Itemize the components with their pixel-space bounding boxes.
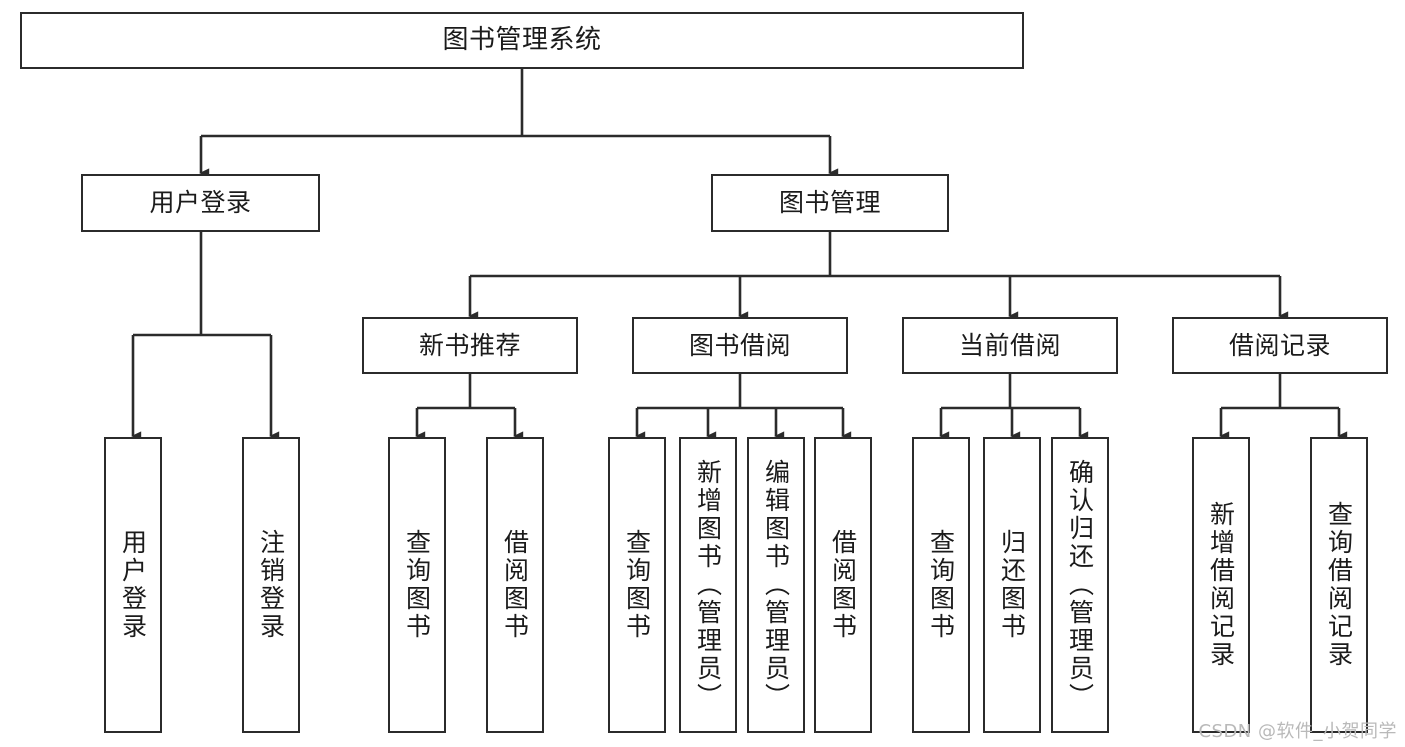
node-n11[interactable]: 查询图书 (608, 437, 666, 733)
node-label: 用户登录 (118, 529, 148, 641)
node-n13[interactable]: 编辑图书（管理员） (747, 437, 805, 733)
node-n5[interactable]: 当前借阅 (902, 317, 1118, 374)
node-n14[interactable]: 借阅图书 (814, 437, 872, 733)
node-n7[interactable]: 用户登录 (104, 437, 162, 733)
node-label: 注销登录 (256, 529, 286, 641)
node-label: 图书借阅 (688, 330, 791, 360)
node-label: 图书管理系统 (442, 25, 602, 56)
node-n9[interactable]: 查询图书 (388, 437, 446, 733)
node-n12[interactable]: 新增图书（管理员） (679, 437, 737, 733)
node-label: 查询图书 (622, 529, 652, 641)
node-n10[interactable]: 借阅图书 (486, 437, 544, 733)
node-label: 借阅记录 (1228, 330, 1331, 360)
node-label: 借阅图书 (500, 529, 530, 641)
node-n16[interactable]: 归还图书 (983, 437, 1041, 733)
node-label: 新增借阅记录 (1206, 501, 1236, 669)
node-n2[interactable]: 图书管理 (711, 174, 949, 232)
node-label: 当前借阅 (958, 330, 1061, 360)
node-label: 查询图书 (926, 529, 956, 641)
node-n19[interactable]: 查询借阅记录 (1310, 437, 1368, 733)
node-n8[interactable]: 注销登录 (242, 437, 300, 733)
node-label: 查询图书 (402, 529, 432, 641)
node-n18[interactable]: 新增借阅记录 (1192, 437, 1250, 733)
node-label: 归还图书 (997, 529, 1027, 641)
node-label: 编辑图书（管理员） (761, 459, 791, 711)
node-n17[interactable]: 确认归还（管理员） (1051, 437, 1109, 733)
node-n15[interactable]: 查询图书 (912, 437, 970, 733)
node-label: 确认归还（管理员） (1065, 459, 1095, 711)
node-n0[interactable]: 图书管理系统 (20, 12, 1024, 69)
node-label: 借阅图书 (828, 529, 858, 641)
node-n4[interactable]: 图书借阅 (632, 317, 848, 374)
node-n6[interactable]: 借阅记录 (1172, 317, 1388, 374)
node-label: 新书推荐 (418, 330, 521, 360)
node-n1[interactable]: 用户登录 (81, 174, 320, 232)
node-n3[interactable]: 新书推荐 (362, 317, 578, 374)
node-label: 图书管理 (778, 188, 881, 218)
node-label: 用户登录 (149, 188, 252, 218)
csdn-watermark: CSDN @软件_小贺同学 (1198, 721, 1397, 742)
node-label: 新增图书（管理员） (693, 459, 723, 711)
node-label: 查询借阅记录 (1324, 501, 1354, 669)
